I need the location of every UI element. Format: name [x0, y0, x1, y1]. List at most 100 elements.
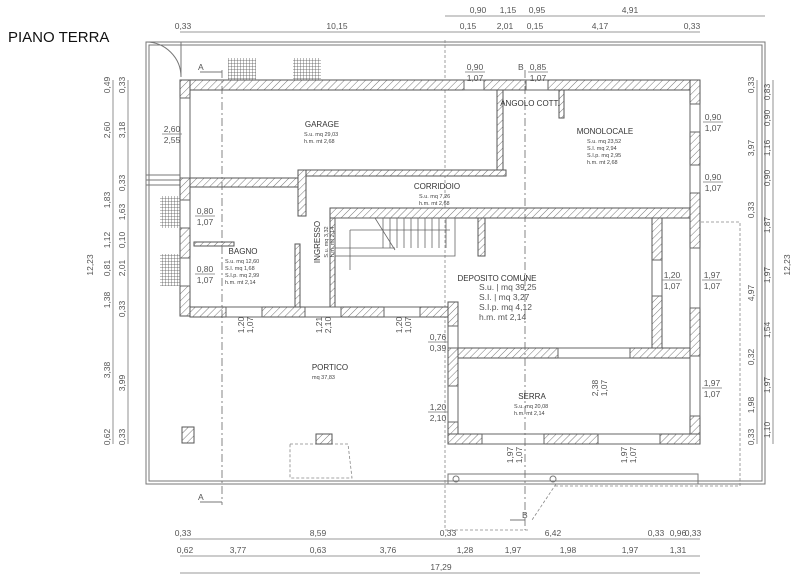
dimension-label: 0,95 [529, 5, 546, 15]
room-detail: h.m. mt 2,68 [419, 201, 450, 207]
opening-size-width: 1,21 [314, 316, 324, 333]
section-mark-b-top: B [518, 62, 524, 72]
room-detail: S.u. mq 20,08 [514, 404, 548, 410]
dimension-label: 0,33 [117, 76, 127, 93]
dimension-label: 4,17 [592, 21, 609, 31]
opening-size-height: 2,10 [323, 316, 333, 333]
dimension-label: 0,33 [684, 21, 701, 31]
dimension-label: 0,33 [117, 300, 127, 317]
room-detail: S.I.p. mq 2,99 [225, 273, 259, 279]
room-name: BAGNO [229, 247, 258, 256]
dimension-label: 0,33 [117, 174, 127, 191]
room-detail: S.u. mq 23,52 [587, 139, 621, 145]
site-boundary [145, 40, 766, 531]
room-name: PORTICO [312, 363, 348, 372]
dimension-label: 0,62 [102, 428, 112, 445]
dimension-label: 0,32 [746, 348, 756, 365]
dimension-label: 4,97 [746, 284, 756, 301]
room-name: GARAGE [305, 120, 339, 129]
dimension-label: 0,96 [670, 528, 687, 538]
dimension-label: 1,87 [762, 216, 772, 233]
dimension-label: 1,97 [762, 376, 772, 393]
plan-title: PIANO TERRA [8, 29, 109, 46]
room-detail: S.u. mq 12,60 [225, 259, 259, 265]
dimension-label: 0,15 [527, 21, 544, 31]
room-detail: S.I. mq 2,94 [587, 146, 617, 152]
dimension-label: 8,59 [310, 528, 327, 538]
dimension-label: 1,97 [622, 545, 639, 555]
room-name: SERRA [518, 392, 546, 401]
dimension-label: 1,10 [762, 421, 772, 438]
dimension-label: 1,83 [102, 191, 112, 208]
opening-size-height: 1,07 [197, 275, 214, 285]
opening-size-width: 0,85 [530, 62, 547, 72]
room-name: MONOLOCALE [577, 127, 633, 136]
opening-size-width: 1,97 [619, 446, 629, 463]
room-detail: h.m. mt 2,14 [330, 227, 336, 258]
dimension-label: 0,33 [117, 428, 127, 445]
opening-size-height: 1,07 [704, 389, 721, 399]
opening-size-width: 2,38 [590, 379, 600, 396]
opening-size-width: 0,90 [705, 172, 722, 182]
opening-size-height: 1,07 [599, 379, 609, 396]
dimension-label: 1,16 [762, 139, 772, 156]
opening-size-width: 1,97 [704, 270, 721, 280]
dimension-label: 0,33 [685, 528, 702, 538]
dimension-label: 0,81 [102, 259, 112, 276]
opening-size-width: 0,90 [467, 62, 484, 72]
dimension-label: 0,83 [762, 83, 772, 100]
opening-size-height: 1,07 [467, 73, 484, 83]
room-detail: h.m. mt 2,14 [225, 280, 256, 286]
dimension-label: 2,01 [117, 259, 127, 276]
room-detail: h.m. mt 2,68 [304, 139, 335, 145]
room-name: CORRIDOIO [414, 182, 460, 191]
room-detail: S.u. mq 29,03 [304, 132, 338, 138]
dimension-label: 0,63 [310, 545, 327, 555]
opening-size-height: 0,39 [430, 343, 447, 353]
opening-size-width: 2,60 [164, 124, 181, 134]
room-detail: S.I. | mq 3,27 [479, 292, 530, 302]
opening-size-height: 1,07 [705, 123, 722, 133]
dimension-label: 1,98 [560, 545, 577, 555]
dimension-label: 0,33 [440, 528, 457, 538]
opening-size-height: 2,10 [430, 413, 447, 423]
opening-size-width: 0,80 [197, 206, 214, 216]
dimension-label: 0,33 [175, 528, 192, 538]
room-detail: h.m. mt 2,14 [514, 411, 545, 417]
dimension-total: 12,23 [782, 254, 792, 276]
opening-size-height: 1,07 [704, 281, 721, 291]
dimension-label: 3,76 [380, 545, 397, 555]
dimension-label: 3,38 [102, 361, 112, 378]
opening-size-width: 1,20 [394, 316, 404, 333]
opening-size-width: 1,97 [505, 446, 515, 463]
dimension-label: 0,10 [117, 231, 127, 248]
room-detail: S.u. mq 3,32 [324, 226, 330, 257]
room-detail: mq 37,83 [312, 375, 335, 381]
room-detail: S.u. mq 7,26 [419, 194, 450, 200]
room-detail: h.m. mt 2,14 [479, 312, 527, 322]
opening-size-height: 1,07 [628, 446, 638, 463]
dimension-label: 3,97 [746, 139, 756, 156]
opening-size-width: 0,80 [197, 264, 214, 274]
opening-size-width: 1,97 [704, 378, 721, 388]
vent-grilles [160, 58, 321, 286]
section-mark-a-bottom: A [198, 492, 204, 502]
dimension-label: 1,31 [670, 545, 687, 555]
room-detail: h.m. mt 2,68 [587, 160, 618, 166]
openings [179, 79, 701, 445]
dimension-label: 0,33 [746, 428, 756, 445]
section-lines [200, 70, 526, 530]
dimension-label: 3,77 [230, 545, 247, 555]
opening-size-width: 1,20 [236, 316, 246, 333]
room-name: DEPOSITO COMUNE [458, 274, 537, 283]
opening-size-height: 1,07 [197, 217, 214, 227]
room-detail: S.I.p. mq 4,12 [479, 302, 532, 312]
dimension-label: 0,49 [102, 76, 112, 93]
dimension-label: 2,01 [497, 21, 514, 31]
room-name: INGRESSO [313, 221, 322, 263]
section-mark-b-bottom: B [522, 510, 528, 520]
room-detail: S.I.p. mq 2,95 [587, 153, 621, 159]
dimension-label: 0,33 [746, 201, 756, 218]
dimension-label: 1,63 [117, 203, 127, 220]
